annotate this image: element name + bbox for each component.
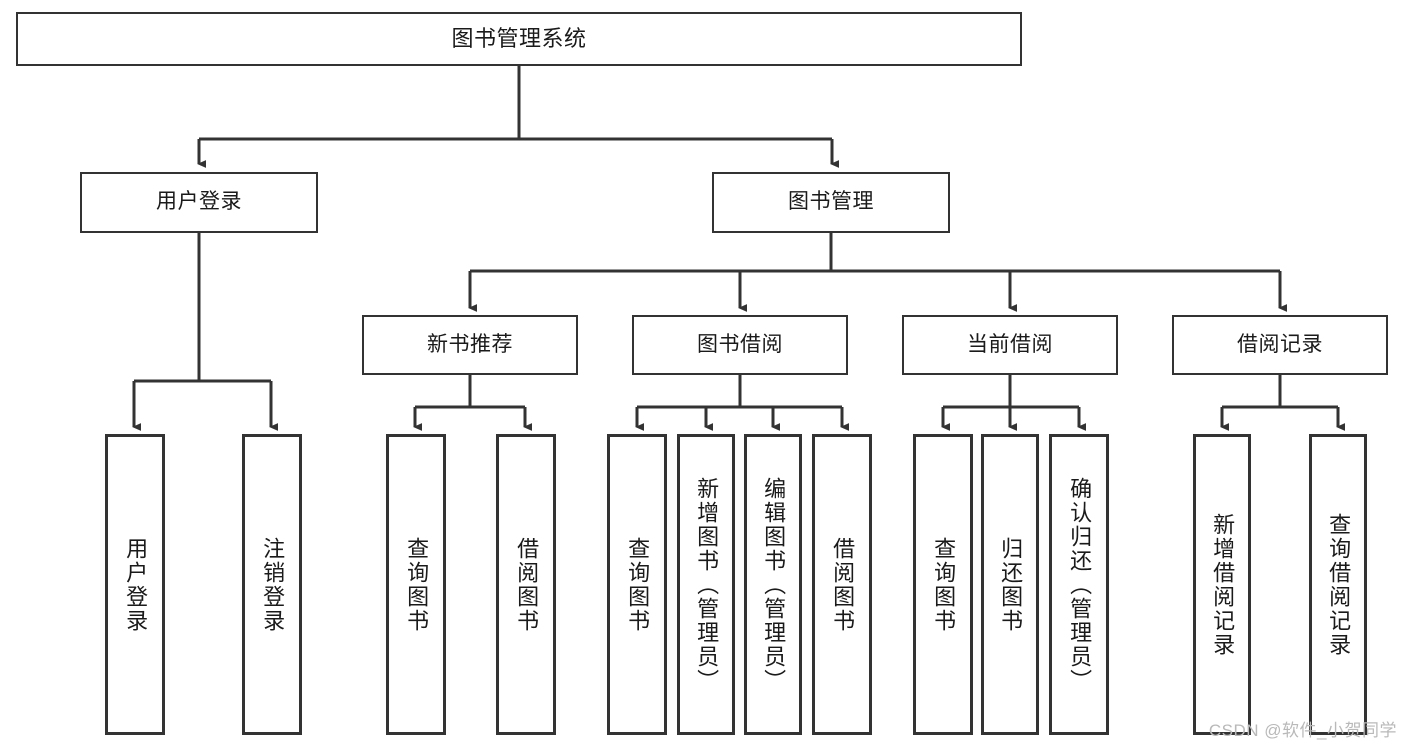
node-book-management[interactable]: 图书管理 [712, 172, 950, 233]
leaf-return-book[interactable]: 归还图书 [981, 434, 1039, 735]
node-borrow-record[interactable]: 借阅记录 [1172, 315, 1388, 375]
node-label: 图书管理 [788, 190, 874, 214]
node-label: 归还图书 [998, 536, 1024, 633]
leaf-borrow-book-borrow[interactable]: 借阅图书 [812, 434, 872, 735]
leaf-borrow-book-recommend[interactable]: 借阅图书 [496, 434, 556, 735]
watermark-text: CSDN @软件_小贺同学 [1208, 721, 1397, 740]
node-label: 新书推荐 [427, 332, 513, 356]
node-label: 注销登录 [260, 536, 286, 633]
leaf-query-book-current[interactable]: 查询图书 [913, 434, 973, 735]
leaf-logout-login[interactable]: 注销登录 [242, 434, 302, 735]
node-label: 图书管理系统 [451, 26, 587, 52]
node-label: 当前借阅 [967, 332, 1053, 356]
leaf-query-book-borrow[interactable]: 查询图书 [607, 434, 667, 735]
node-label: 查询图书 [625, 536, 651, 633]
leaf-add-book-admin[interactable]: 新增图书（管理员） [677, 434, 735, 735]
node-label: 新增图书（管理员） [694, 476, 720, 693]
node-book-management-system[interactable]: 图书管理系统 [16, 12, 1022, 66]
node-label: 借阅图书 [514, 536, 540, 633]
node-label: 编辑图书（管理员） [761, 476, 787, 693]
leaf-confirm-return-admin[interactable]: 确认归还（管理员） [1049, 434, 1109, 735]
node-book-borrow[interactable]: 图书借阅 [632, 315, 848, 375]
node-label: 查询借阅记录 [1326, 512, 1352, 657]
leaf-add-borrow-record[interactable]: 新增借阅记录 [1193, 434, 1251, 735]
node-user-login[interactable]: 用户登录 [80, 172, 318, 233]
node-label: 用户登录 [156, 190, 242, 214]
node-label: 借阅记录 [1237, 332, 1323, 356]
node-label: 确认归还（管理员） [1067, 476, 1093, 693]
leaf-query-book-recommend[interactable]: 查询图书 [386, 434, 446, 735]
node-label: 新增借阅记录 [1210, 512, 1236, 657]
node-new-book-recommend[interactable]: 新书推荐 [362, 315, 578, 375]
node-label: 查询图书 [931, 536, 957, 633]
leaf-edit-book-admin[interactable]: 编辑图书（管理员） [744, 434, 802, 735]
leaf-query-borrow-record[interactable]: 查询借阅记录 [1309, 434, 1367, 735]
node-label: 查询图书 [404, 536, 430, 633]
node-current-borrow[interactable]: 当前借阅 [902, 315, 1118, 375]
leaf-user-login[interactable]: 用户登录 [105, 434, 165, 735]
node-label: 借阅图书 [830, 536, 856, 633]
node-label: 图书借阅 [697, 332, 783, 356]
node-label: 用户登录 [123, 536, 149, 633]
